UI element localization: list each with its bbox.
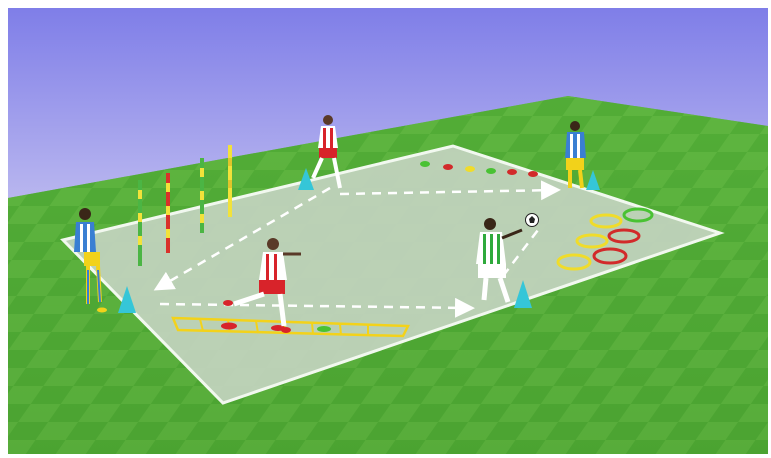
soccer-ball-icon xyxy=(525,213,539,227)
agility-rings xyxy=(556,207,654,271)
slalom-poles xyxy=(138,145,232,266)
drill-zone xyxy=(60,144,725,405)
player-red-striker-back xyxy=(311,115,342,189)
player-green-with-ball xyxy=(476,218,523,303)
marker-discs xyxy=(420,161,538,177)
player-red-runner xyxy=(223,238,301,333)
training-drill-illustration xyxy=(8,8,768,454)
cones xyxy=(118,168,600,313)
player-blue-right xyxy=(565,121,586,189)
player-blue-left xyxy=(74,208,107,313)
movement-arrows xyxy=(153,180,561,318)
